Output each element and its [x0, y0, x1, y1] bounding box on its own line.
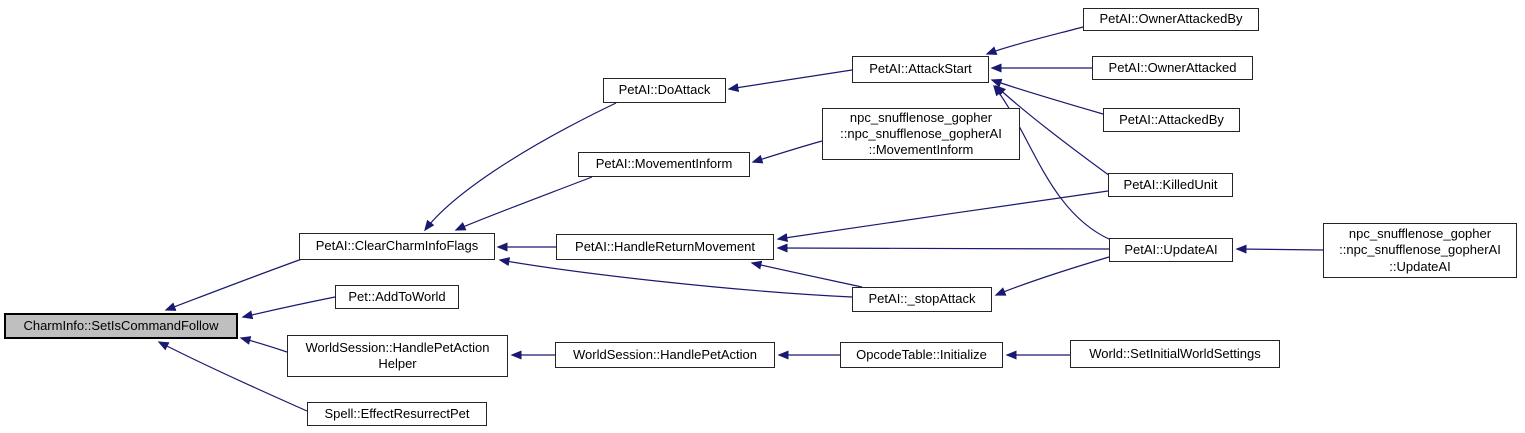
- node-clear-charm-info-flags[interactable]: PetAI::ClearCharmInfoFlags: [299, 233, 495, 260]
- node-owner-attacked-by[interactable]: PetAI::OwnerAttackedBy: [1083, 8, 1259, 31]
- node-update-ai[interactable]: PetAI::UpdateAI: [1109, 238, 1233, 262]
- node-effect-resurrect-pet[interactable]: Spell::EffectResurrectPet: [307, 402, 487, 426]
- edge-update-ai-to-handle-return-movement: [776, 243, 1110, 253]
- edge-stop-attack-to-clear-charm-info-flags: [498, 257, 853, 298]
- node-opcode-table-initialize[interactable]: OpcodeTable::Initialize: [840, 342, 1003, 368]
- node-killed-unit[interactable]: PetAI::KilledUnit: [1108, 173, 1233, 197]
- node-owner-attacked[interactable]: PetAI::OwnerAttacked: [1092, 56, 1253, 80]
- node-set-initial-world-settings[interactable]: World::SetInitialWorldSettings: [1070, 340, 1280, 368]
- node-npc-update-ai[interactable]: npc_snufflenose_gopher ::npc_snufflenose…: [1323, 223, 1517, 278]
- node-do-attack[interactable]: PetAI::DoAttack: [603, 78, 726, 103]
- node-stop-attack[interactable]: PetAI::_stopAttack: [852, 287, 992, 312]
- edge-update-ai-to-stop-attack: [994, 256, 1110, 296]
- node-movement-inform[interactable]: PetAI::MovementInform: [578, 152, 750, 177]
- node-handle-pet-action[interactable]: WorldSession::HandlePetAction: [555, 342, 775, 368]
- node-npc-movement-inform[interactable]: npc_snufflenose_gopher ::npc_snufflenose…: [822, 108, 1020, 160]
- node-handle-pet-action-helper[interactable]: WorldSession::HandlePetAction Helper: [287, 335, 508, 377]
- edge-owner-attacked-by-to-attack-start: [985, 26, 1084, 55]
- edge-handle-pet-action-helper-to-set-is-command-follow: [239, 336, 288, 353]
- edge-movement-inform-to-clear-charm-info-flags: [454, 176, 593, 231]
- edge-npc-update-ai-to-update-ai: [1235, 244, 1324, 254]
- node-handle-return-movement[interactable]: PetAI::HandleReturnMovement: [556, 234, 774, 260]
- edge-attack-start-to-do-attack: [727, 69, 853, 92]
- edge-add-to-world-to-set-is-command-follow: [241, 296, 336, 320]
- edge-clear-charm-info-flags-to-set-is-command-follow: [164, 258, 303, 311]
- node-add-to-world[interactable]: Pet::AddToWorld: [335, 285, 459, 309]
- node-attack-start[interactable]: PetAI::AttackStart: [852, 56, 989, 83]
- edge-stop-attack-to-handle-return-movement: [750, 260, 863, 288]
- edge-effect-resurrect-pet-to-set-is-command-follow: [157, 341, 308, 412]
- node-attacked-by[interactable]: PetAI::AttackedBy: [1103, 108, 1240, 132]
- edge-killed-unit-to-handle-return-movement: [776, 190, 1109, 243]
- edge-npc-movement-inform-to-movement-inform: [751, 140, 823, 164]
- node-set-is-command-follow: CharmInfo::SetIsCommandFollow: [4, 313, 238, 339]
